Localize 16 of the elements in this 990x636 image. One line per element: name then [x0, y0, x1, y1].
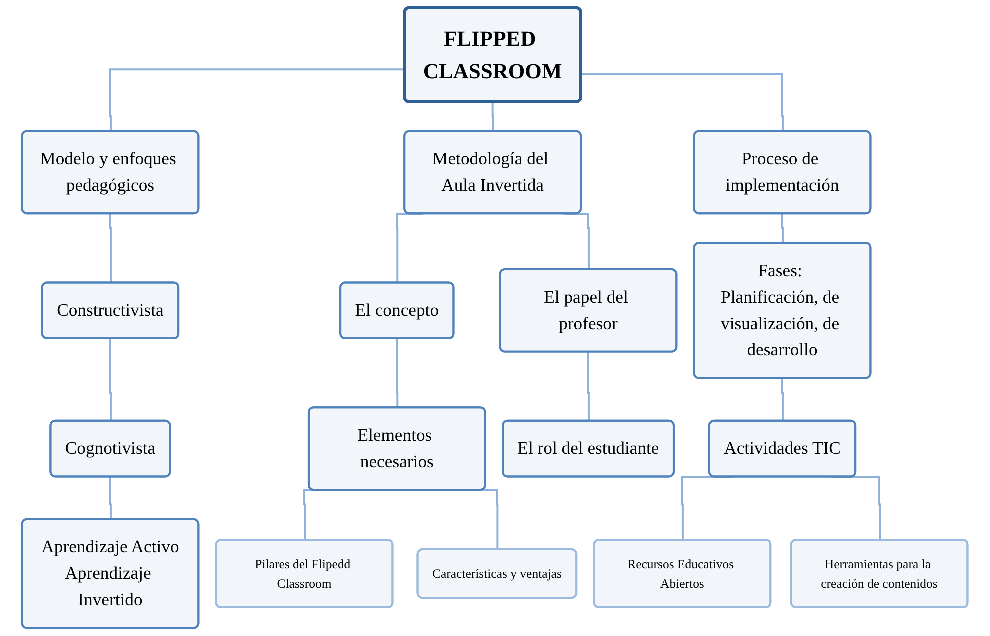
connector	[396, 338, 399, 408]
connector	[492, 101, 494, 132]
connector	[396, 213, 423, 284]
connector	[588, 351, 590, 422]
connector	[681, 476, 733, 540]
connector	[782, 378, 784, 422]
connector	[582, 73, 784, 132]
connector	[304, 490, 330, 540]
connector	[471, 490, 499, 550]
connector	[110, 476, 112, 520]
connector	[564, 213, 590, 270]
connector	[832, 476, 881, 540]
connector	[110, 213, 112, 284]
connector	[110, 338, 112, 422]
connector	[110, 68, 406, 132]
connector	[782, 213, 784, 244]
